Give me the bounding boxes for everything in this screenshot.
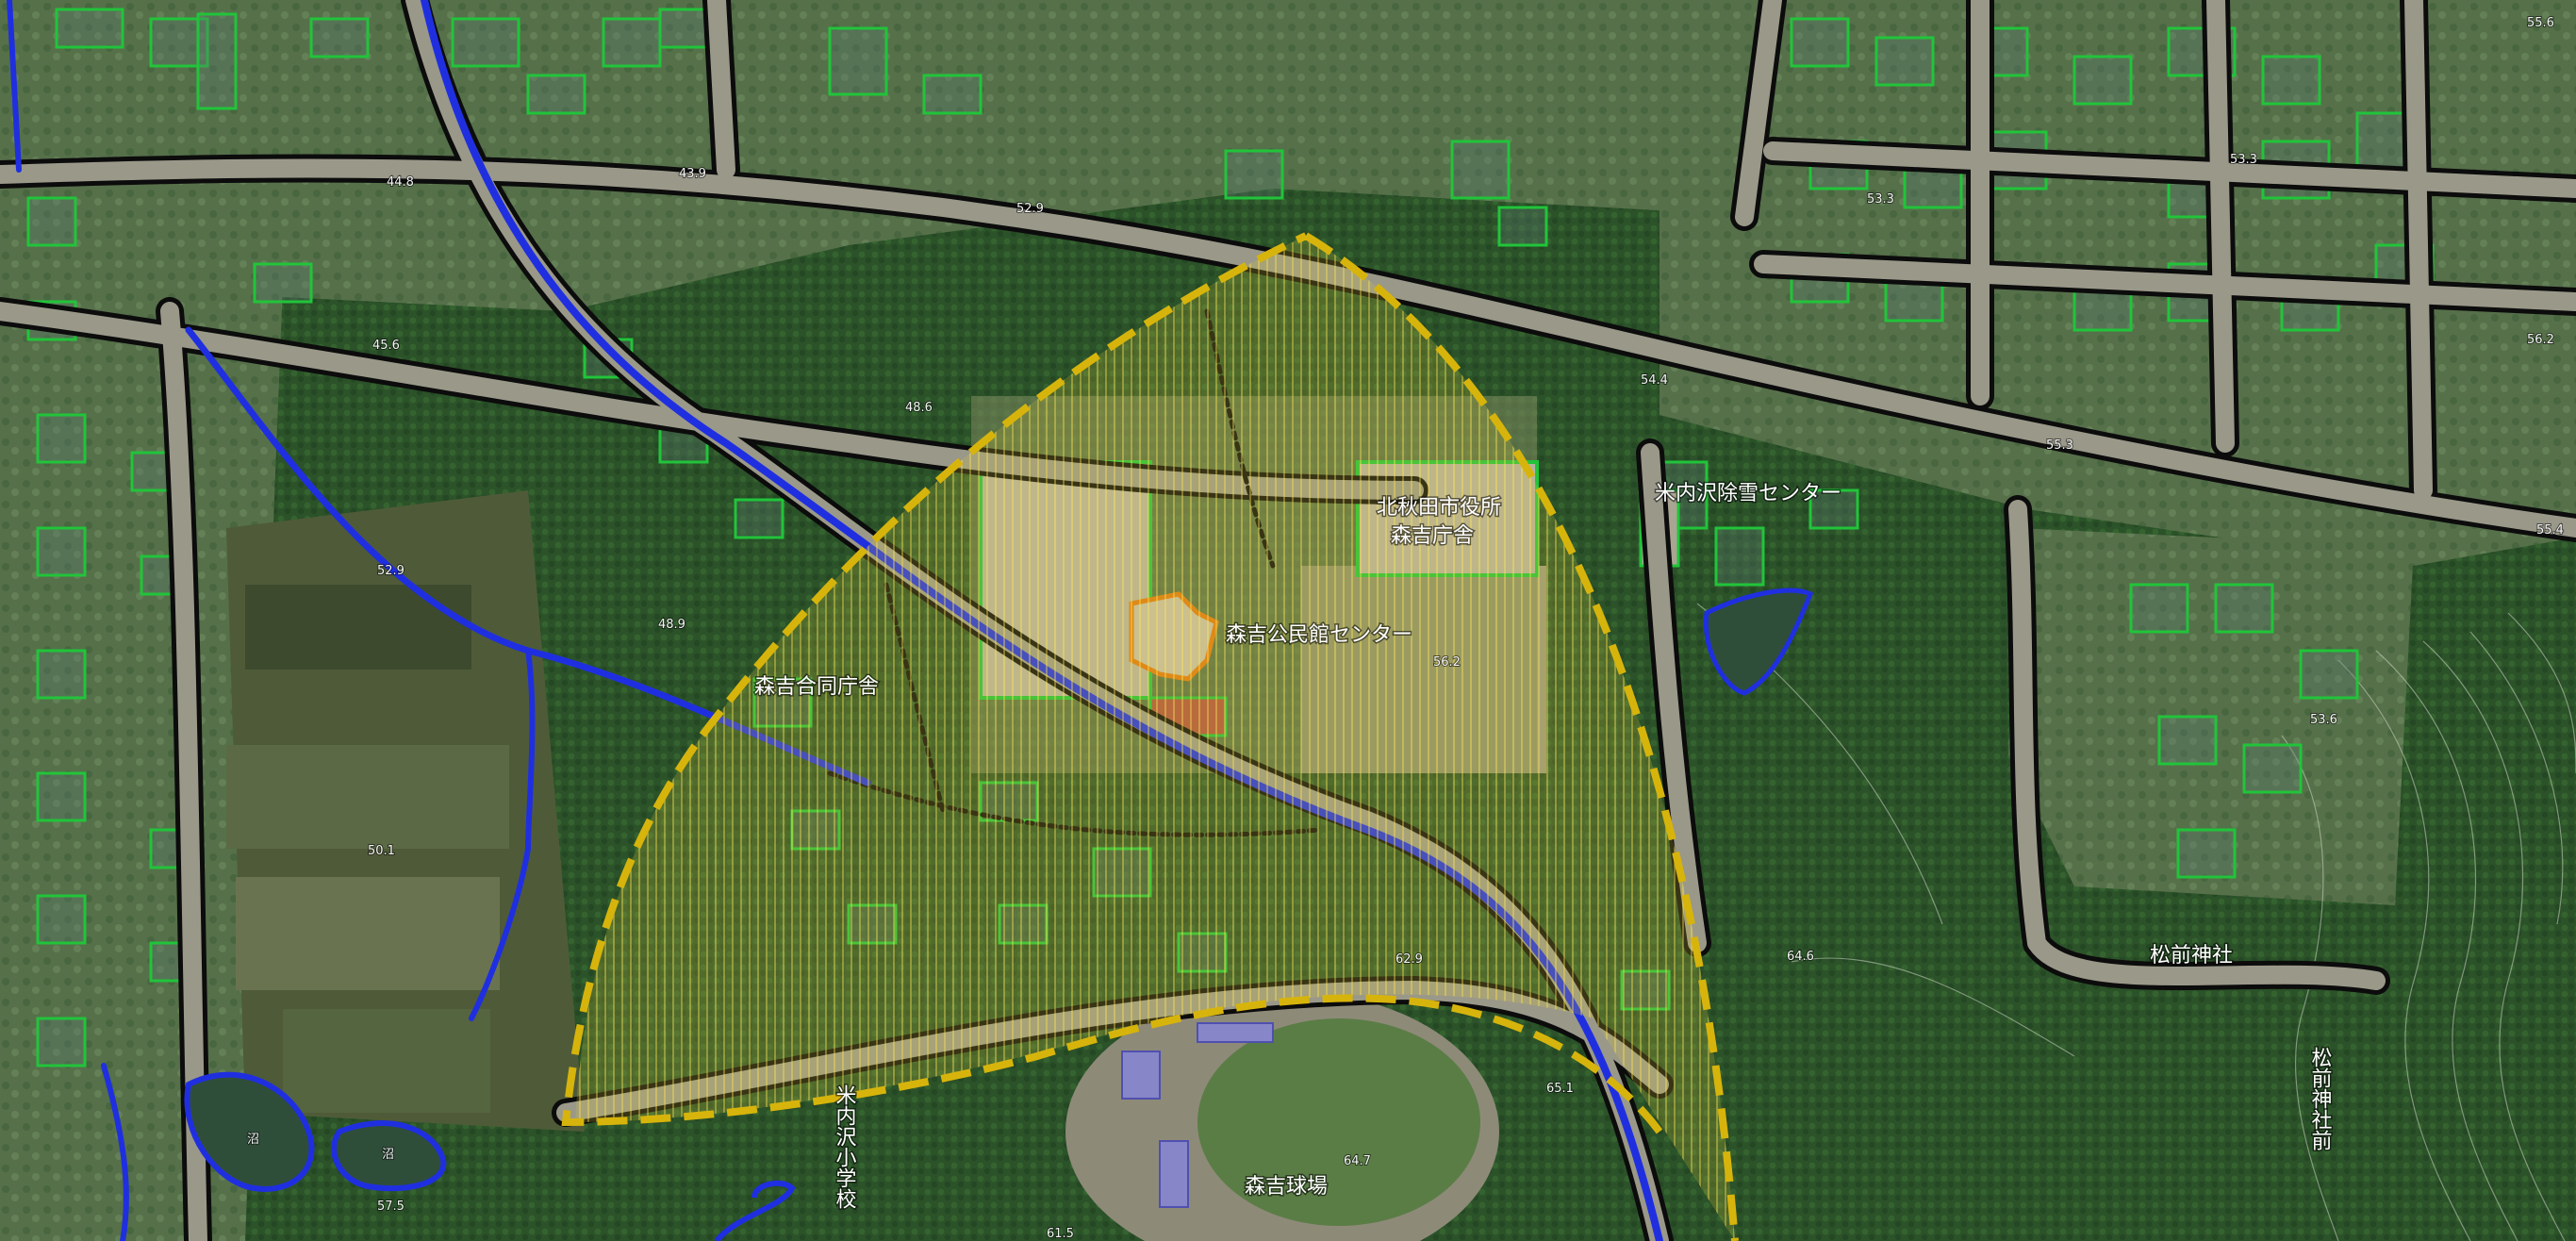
field-plot-1 <box>245 585 471 670</box>
label-city-hall-line2: 森吉庁舎 <box>1391 524 1474 548</box>
elevation-labels: 44.8 43.9 45.6 48.6 54.4 55.3 55.4 56.2 … <box>367 15 2565 1241</box>
elevation-label: 52.9 <box>1016 202 1044 216</box>
pond-east <box>331 1120 447 1192</box>
elevation-label: 56.2 <box>2527 333 2554 347</box>
field-plot-2 <box>226 745 509 849</box>
elevation-label: 55.3 <box>2046 438 2073 453</box>
label-community-center: 森吉公民館センター <box>1226 623 1412 647</box>
planning-area-boundary <box>561 232 1739 1241</box>
elevation-label: 62.9 <box>1395 952 1423 967</box>
label-snow-center: 米内沢除雪センター <box>1655 482 1841 505</box>
stream-school <box>714 1180 796 1241</box>
elevation-label: 50.1 <box>368 844 395 858</box>
elevation-label: 53.3 <box>2230 153 2257 167</box>
label-upper-left-facility: 森吉合同庁舎 <box>754 675 879 699</box>
label-pond-east: 沼 <box>382 1148 394 1162</box>
elevation-label: 61.5 <box>1047 1227 1074 1241</box>
baseball-outfield-grass <box>1197 1018 1480 1226</box>
pond-snow-center <box>1703 587 1814 696</box>
elevation-label: 44.8 <box>387 175 414 190</box>
field-plot-4 <box>283 1009 490 1113</box>
label-east-slope: 松前神社前 <box>2308 1047 2333 1150</box>
elevation-label: 55.4 <box>2536 523 2564 538</box>
stand-building-3 <box>1159 1140 1189 1208</box>
elevation-label: 64.6 <box>1787 950 1814 964</box>
elevation-label: 43.9 <box>679 167 706 181</box>
pond-west <box>184 1071 315 1192</box>
elevation-label: 64.7 <box>1344 1154 1371 1168</box>
elevation-label: 57.5 <box>377 1200 405 1214</box>
facility-labels: 北秋田市役所 森吉庁舎 米内沢除雪センター 森吉公民館センター 森吉合同庁舎 松… <box>246 481 2334 1211</box>
west-town-area <box>0 264 283 1241</box>
elevation-label: 53.6 <box>2310 713 2337 727</box>
stand-building-1 <box>1197 1022 1274 1043</box>
elevation-label: 48.9 <box>658 618 685 632</box>
elevation-label: 54.4 <box>1641 373 1668 388</box>
elevation-label: 56.2 <box>1433 655 1461 670</box>
elevation-label: 48.6 <box>905 401 933 415</box>
label-shrine: 松前神社 <box>2150 944 2233 968</box>
field-plot-3 <box>236 877 500 990</box>
label-baseball-field: 森吉球場 <box>1245 1175 1328 1199</box>
elevation-label: 65.1 <box>1546 1082 1574 1096</box>
stand-building-2 <box>1121 1051 1161 1100</box>
planning-area-fill <box>575 236 1735 1241</box>
elevation-label: 55.6 <box>2527 16 2554 30</box>
elevation-label: 53.3 <box>1867 192 1894 207</box>
elevation-label: 52.9 <box>377 564 405 578</box>
label-pond-west: 沼 <box>247 1133 259 1147</box>
elevation-label: 45.6 <box>372 339 400 353</box>
label-elementary-school: 米内沢小学校 <box>833 1084 857 1209</box>
label-city-hall-line1: 北秋田市役所 <box>1377 496 1501 520</box>
